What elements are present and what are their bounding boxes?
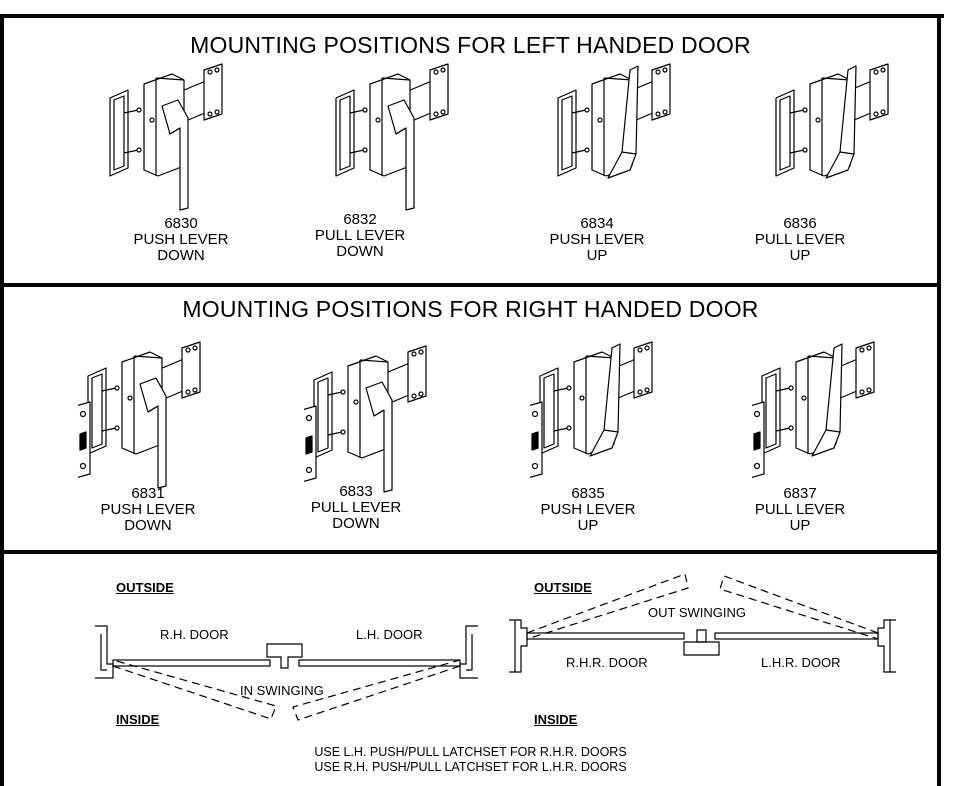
usage-note: USE L.H. PUSH/PULL LATCHSET FOR R.H.R. D… bbox=[314, 745, 627, 759]
latchset-illustration bbox=[530, 341, 653, 479]
latchset-illustration bbox=[109, 63, 223, 211]
model-caption: 6830 PUSH LEVER DOWN bbox=[96, 216, 266, 264]
lever-direction: UP bbox=[577, 517, 599, 534]
lever-direction: UP bbox=[789, 247, 811, 264]
out-swinging-label: OUT SWINGING bbox=[648, 605, 746, 620]
lever-direction: UP bbox=[586, 247, 608, 264]
model-caption: 6834 PUSH LEVER UP bbox=[512, 216, 682, 264]
latchset-illustration bbox=[557, 63, 671, 179]
section-divider-2 bbox=[0, 550, 941, 554]
usage-notes: USE L.H. PUSH/PULL LATCHSET FOR R.H.R. D… bbox=[0, 745, 941, 775]
lever-action: PUSH LEVER bbox=[133, 231, 229, 248]
lever-action: PUSH LEVER bbox=[549, 231, 645, 248]
model-caption: 6836 PULL LEVER UP bbox=[715, 216, 885, 264]
frame-top-border bbox=[0, 14, 944, 18]
lever-action: PUSH LEVER bbox=[100, 501, 196, 518]
frame-left-border bbox=[0, 14, 4, 786]
lever-direction: DOWN bbox=[336, 243, 384, 260]
model-number: 6835 bbox=[571, 485, 605, 502]
lh-door-label: L.H. DOOR bbox=[356, 627, 423, 642]
in-swinging-diagram bbox=[95, 625, 478, 721]
usage-note: USE R.H. PUSH/PULL LATCHSET FOR L.H.R. D… bbox=[314, 760, 627, 774]
right-handed-section-title: MOUNTING POSITIONS FOR RIGHT HANDED DOOR bbox=[182, 296, 759, 322]
model-number: 6833 bbox=[339, 483, 373, 500]
model-number: 6831 bbox=[131, 485, 165, 502]
frame-right-border bbox=[937, 14, 941, 786]
model-number: 6832 bbox=[343, 211, 377, 228]
latchset-illustration bbox=[335, 63, 449, 211]
lever-action: PULL LEVER bbox=[314, 227, 406, 244]
out-swinging-diagram bbox=[509, 573, 896, 673]
model-caption: 6832 PULL LEVER DOWN bbox=[275, 212, 445, 260]
latchset-illustration bbox=[78, 341, 201, 489]
lever-action: PUSH LEVER bbox=[540, 501, 636, 518]
in-swinging-label: IN SWINGING bbox=[240, 683, 324, 698]
model-caption: 6831 PUSH LEVER DOWN bbox=[63, 486, 233, 534]
section-divider-1 bbox=[0, 283, 941, 287]
model-number: 6837 bbox=[783, 485, 817, 502]
lever-direction: DOWN bbox=[332, 515, 380, 532]
lhr-door-label: L.H.R. DOOR bbox=[761, 655, 841, 670]
lever-direction: DOWN bbox=[124, 517, 172, 534]
latchset-illustration bbox=[304, 345, 427, 493]
latchset-illustration bbox=[752, 341, 875, 479]
outside-label: OUTSIDE bbox=[534, 580, 592, 595]
lever-action: PULL LEVER bbox=[754, 501, 846, 518]
model-number: 6834 bbox=[580, 215, 614, 232]
latchset-illustration bbox=[775, 63, 889, 179]
model-number: 6836 bbox=[783, 215, 817, 232]
left-handed-section-title: MOUNTING POSITIONS FOR LEFT HANDED DOOR bbox=[190, 32, 751, 58]
model-caption: 6833 PULL LEVER DOWN bbox=[271, 484, 441, 532]
door-swing-diagrams bbox=[95, 573, 896, 721]
lever-direction: DOWN bbox=[157, 247, 205, 264]
lever-action: PULL LEVER bbox=[754, 231, 846, 248]
rh-door-label: R.H. DOOR bbox=[160, 627, 229, 642]
lever-action: PULL LEVER bbox=[310, 499, 402, 516]
model-number: 6830 bbox=[164, 215, 198, 232]
lever-direction: UP bbox=[789, 517, 811, 534]
outside-label: OUTSIDE bbox=[116, 580, 174, 595]
inside-label: INSIDE bbox=[534, 712, 578, 727]
inside-label: INSIDE bbox=[116, 712, 160, 727]
model-caption: 6835 PUSH LEVER UP bbox=[503, 486, 673, 534]
model-caption: 6837 PULL LEVER UP bbox=[715, 486, 885, 534]
rhr-door-label: R.H.R. DOOR bbox=[566, 655, 648, 670]
